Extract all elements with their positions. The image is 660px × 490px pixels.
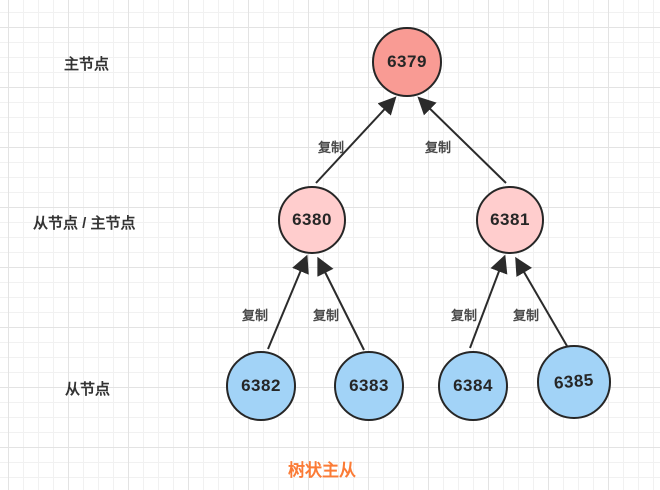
node-label: 6379 [387, 52, 427, 71]
edge-label-replicate: 复制 [513, 308, 540, 323]
node-6384[interactable]: 6384 [438, 351, 508, 421]
edge-label-replicate: 复制 [318, 140, 345, 155]
row-label-slave-master: 从节点 / 主节点 [33, 215, 136, 232]
node-6381[interactable]: 6381 [476, 186, 544, 254]
edge-label-replicate: 复制 [242, 308, 269, 323]
node-label: 6380 [292, 210, 332, 229]
row-label-slave: 从节点 [65, 381, 111, 398]
node-6383[interactable]: 6383 [334, 351, 404, 421]
node-label: 6383 [349, 376, 389, 395]
node-label: 6382 [241, 376, 281, 395]
edge-6382-6380 [267, 254, 309, 350]
node-label: 6381 [490, 210, 530, 229]
edge-6385-6381 [515, 256, 568, 347]
node-6385[interactable]: 6385 [537, 345, 611, 419]
edge-label-replicate: 复制 [313, 308, 340, 323]
edge-6384-6381 [469, 254, 508, 349]
node-label: 6385 [553, 370, 595, 393]
node-label: 6384 [453, 376, 493, 395]
node-6380[interactable]: 6380 [278, 186, 346, 254]
edge-label-replicate: 复制 [451, 308, 478, 323]
edge-label-replicate: 复制 [425, 140, 452, 155]
node-6379[interactable]: 6379 [372, 27, 442, 97]
row-label-master: 主节点 [64, 56, 110, 73]
node-6382[interactable]: 6382 [226, 351, 296, 421]
diagram-caption: 树状主从 [288, 461, 356, 480]
